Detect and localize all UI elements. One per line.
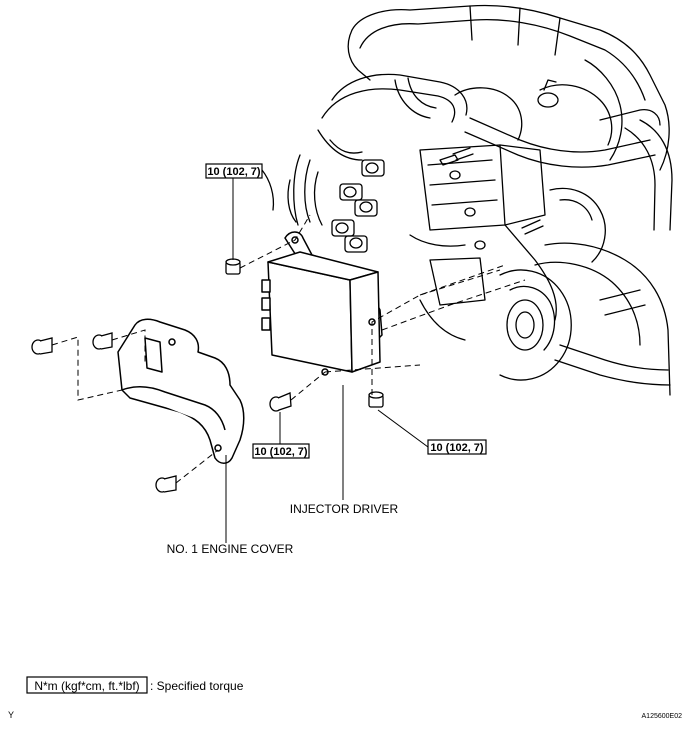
- torque-legend: N*m (kgf*cm, ft.*lbf) : Specified torque: [26, 676, 244, 694]
- injector-connectors: [331, 159, 385, 253]
- injector-driver-label: INJECTOR DRIVER: [290, 502, 399, 516]
- leader-lines: [225, 178, 429, 543]
- nut-upper: [225, 258, 241, 275]
- injector-driver-unit: [261, 231, 383, 376]
- fasteners: [31, 258, 384, 493]
- footer-left-code: Y: [8, 710, 14, 720]
- torque-value-text: 10 (102, 7): [254, 446, 308, 458]
- assembly-guide-lines: [51, 214, 526, 484]
- legend-description: : Specified torque: [150, 679, 244, 693]
- torque-label-upper-left: 10 (102, 7): [205, 163, 263, 179]
- torque-value-text: 10 (102, 7): [430, 442, 484, 454]
- engine-assembly-drawing: [261, 4, 673, 396]
- bolt-left-2: [92, 332, 113, 350]
- bolt-driver: [269, 392, 292, 412]
- torque-label-lower-center: 10 (102, 7): [252, 443, 310, 459]
- torque-label-lower-right: 10 (102, 7): [427, 439, 487, 455]
- engine-cover-label: NO. 1 ENGINE COVER: [167, 542, 294, 556]
- bolt-left-1: [31, 337, 53, 355]
- nut-lower-right: [368, 391, 384, 408]
- bolt-lower-left: [155, 475, 177, 493]
- legend-unit-text: N*m (kgf*cm, ft.*lbf): [34, 679, 139, 693]
- torque-value-text: 10 (102, 7): [207, 166, 261, 178]
- engine-cover-part: [117, 318, 245, 464]
- figure-id: A125600E02: [642, 713, 683, 720]
